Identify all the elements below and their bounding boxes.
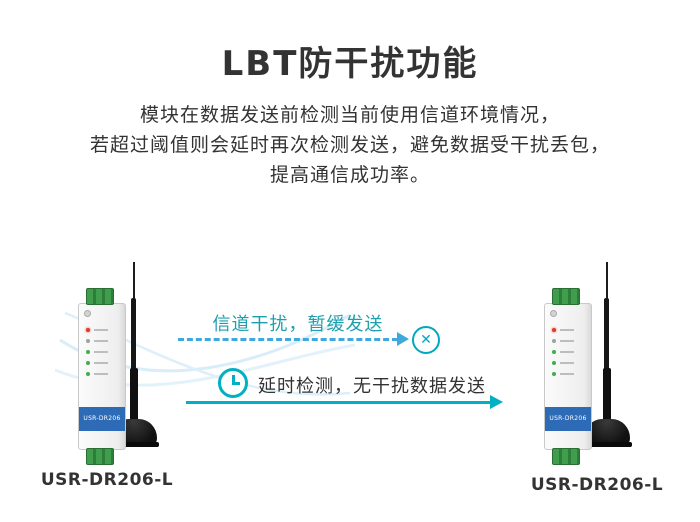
antenna-lower-rod bbox=[603, 368, 611, 424]
terminal-block-top bbox=[552, 288, 580, 305]
device-label-right: USR-DR206-L bbox=[530, 475, 664, 495]
power-led bbox=[86, 328, 90, 332]
antenna-rod bbox=[131, 298, 136, 374]
data-led bbox=[552, 372, 556, 376]
led-row bbox=[86, 372, 108, 376]
retry-flow-label: 延时检测，无干扰数据发送 bbox=[258, 376, 486, 397]
screw-hole bbox=[84, 310, 91, 317]
led-row bbox=[552, 339, 574, 343]
terminal-block-bottom bbox=[86, 448, 114, 465]
clock-minute-hand bbox=[232, 375, 235, 384]
led-row bbox=[86, 350, 108, 354]
work-led bbox=[86, 339, 90, 343]
clock-hour-hand bbox=[232, 382, 240, 385]
clock-icon bbox=[218, 368, 248, 398]
device-module: USR-DR206 bbox=[78, 303, 126, 450]
antenna-tip bbox=[606, 262, 608, 302]
power-led bbox=[552, 328, 556, 332]
dashed-arrow-line bbox=[178, 338, 398, 341]
work-led bbox=[552, 339, 556, 343]
terminal-block-bottom bbox=[552, 448, 580, 465]
link-led bbox=[552, 361, 556, 365]
feature-description: 模块在数据发送前检测当前使用信道环境情况， 若超过阈值则会延时再次检测发送，避免… bbox=[0, 100, 700, 190]
page-title: LBT防干扰功能 bbox=[221, 44, 479, 84]
antenna-base-plate bbox=[109, 442, 159, 447]
led-row bbox=[86, 361, 108, 365]
led-indicators bbox=[552, 328, 574, 383]
antenna-rod bbox=[604, 298, 609, 374]
dashed-arrowhead bbox=[397, 332, 409, 346]
description-line-2: 若超过阈值则会延时再次检测发送，避免数据受干扰丢包， bbox=[89, 134, 610, 156]
solid-arrow-line bbox=[186, 401, 492, 404]
led-row bbox=[86, 339, 108, 343]
led-row bbox=[552, 361, 574, 365]
description-line-1: 模块在数据发送前检测当前使用信道环境情况， bbox=[139, 104, 560, 126]
net-led bbox=[552, 350, 556, 354]
led-row bbox=[552, 350, 574, 354]
terminal-block-top bbox=[86, 288, 114, 305]
led-indicators bbox=[86, 328, 108, 383]
antenna-base-plate bbox=[582, 442, 632, 447]
cross-circle-icon: ✕ bbox=[412, 326, 440, 354]
antenna-tip bbox=[133, 262, 135, 302]
led-row bbox=[552, 328, 574, 332]
description-line-3: 提高通信成功率。 bbox=[269, 164, 430, 186]
brand-strip: USR-DR206 bbox=[545, 407, 591, 431]
led-row bbox=[552, 372, 574, 376]
led-row bbox=[86, 328, 108, 332]
data-led bbox=[86, 372, 90, 376]
brand-strip: USR-DR206 bbox=[79, 407, 125, 431]
link-led bbox=[86, 361, 90, 365]
antenna-lower-rod bbox=[130, 368, 138, 424]
net-led bbox=[86, 350, 90, 354]
interference-flow-label: 信道干扰，暂缓发送 bbox=[212, 314, 384, 335]
device-module: USR-DR206 bbox=[544, 303, 592, 450]
solid-arrowhead bbox=[490, 395, 503, 409]
device-label-left: USR-DR206-L bbox=[40, 470, 174, 490]
screw-hole bbox=[550, 310, 557, 317]
